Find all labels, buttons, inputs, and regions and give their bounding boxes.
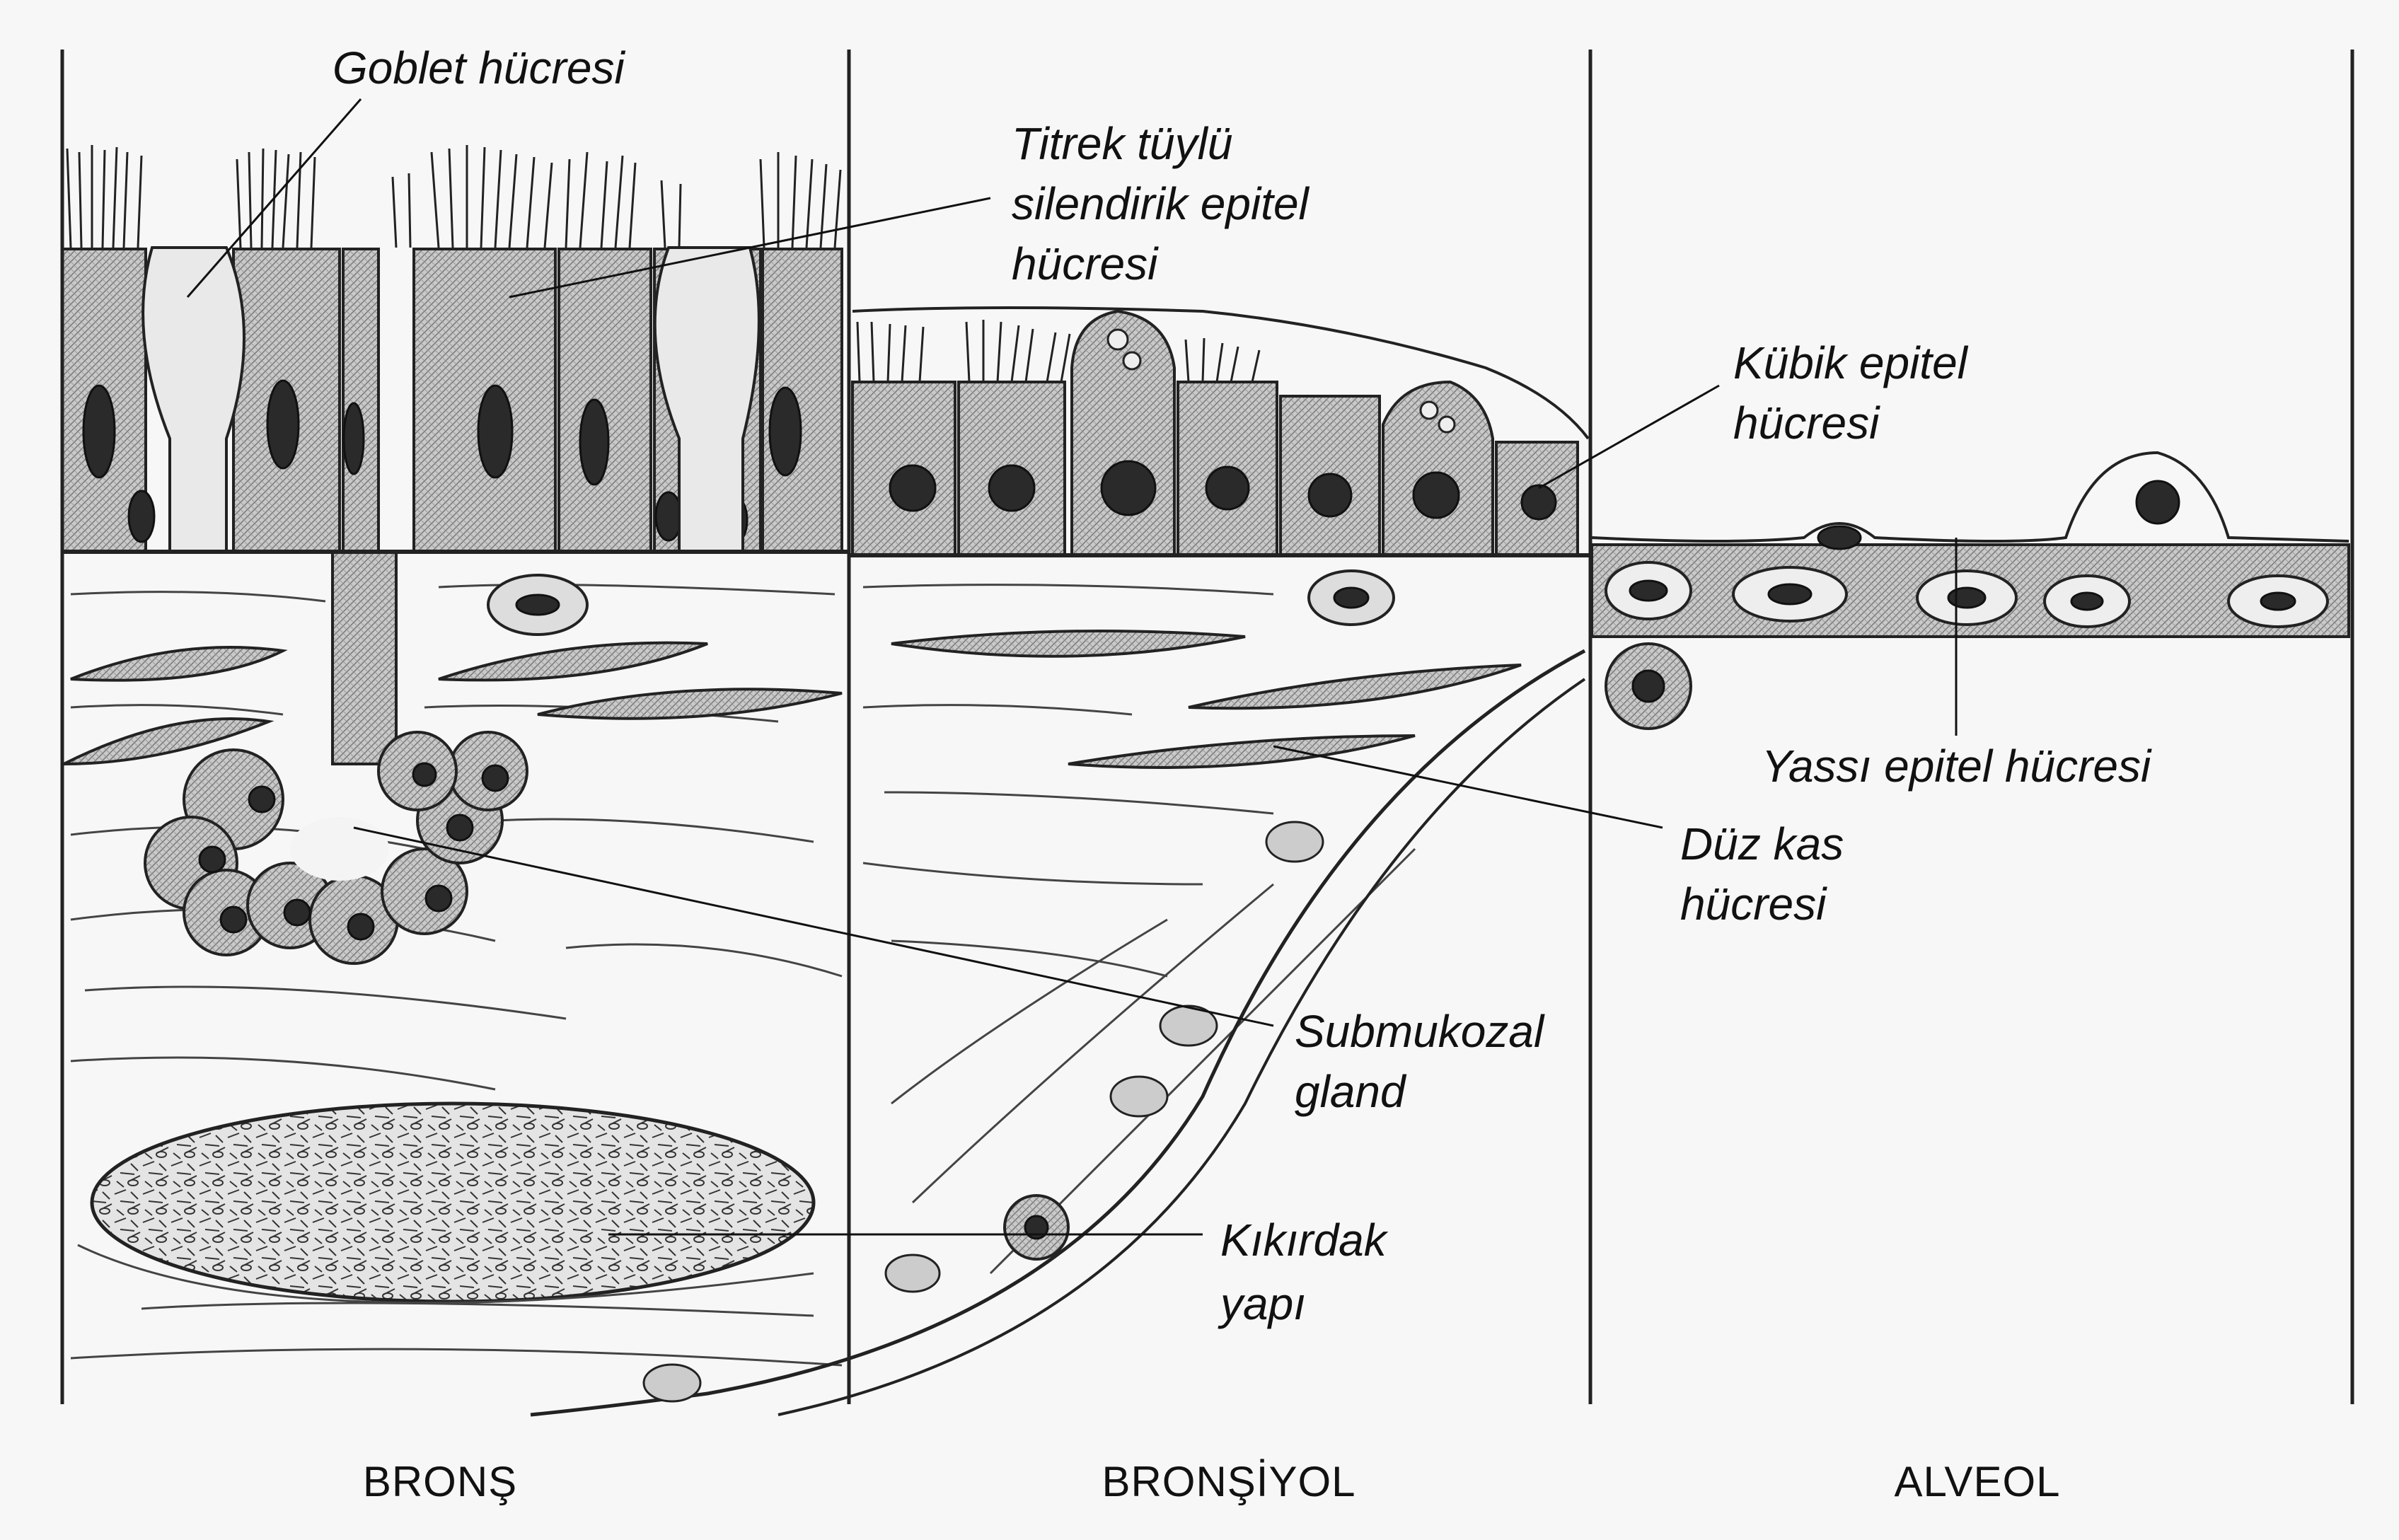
label-cartilage-line1: Kıkırdak [1220,1215,1389,1266]
label-smooth-muscle-line1: Düz kas [1680,818,1844,869]
label-ciliated-line1: Titrek tüylü [1012,118,1232,169]
section-bronchus: BRONŞ [363,1458,517,1505]
section-titles: BRONŞ BRONŞİYOL ALVEOL [363,1458,2061,1505]
cuboidal-epithelium-bronchiole [852,311,1578,555]
label-squamous-cell: Yassı epitel hücresi [1762,741,2152,792]
section-alveolus: ALVEOL [1894,1458,2060,1505]
label-cuboidal-line1: Kübik epitel [1733,337,1969,388]
label-submucosal-line2: gland [1295,1066,1407,1117]
label-cuboidal-line2: hücresi [1733,398,1880,448]
label-cartilage-line2: yapı [1218,1278,1306,1329]
alveolus-panel [1592,453,2349,637]
cartilage [78,1104,814,1303]
label-ciliated-line3: hücresi [1012,238,1159,289]
label-ciliated-line2: silendirik epitel [1012,178,1310,229]
label-submucosal-line1: Submukozal [1295,1006,1545,1057]
label-smooth-muscle-line2: hücresi [1680,879,1827,930]
gland-duct [333,552,396,764]
bronchus-panel [62,145,849,1365]
submucosal-gland [145,732,527,963]
section-bronchiole: BRONŞİYOL [1102,1458,1355,1505]
cilia-bronchiole [857,320,1259,382]
smooth-muscle-bronchus [64,575,842,764]
cilia-bronchus [67,145,840,248]
label-goblet-cell: Goblet hücresi [333,42,625,93]
smooth-muscle-bronchiole [891,571,1521,768]
